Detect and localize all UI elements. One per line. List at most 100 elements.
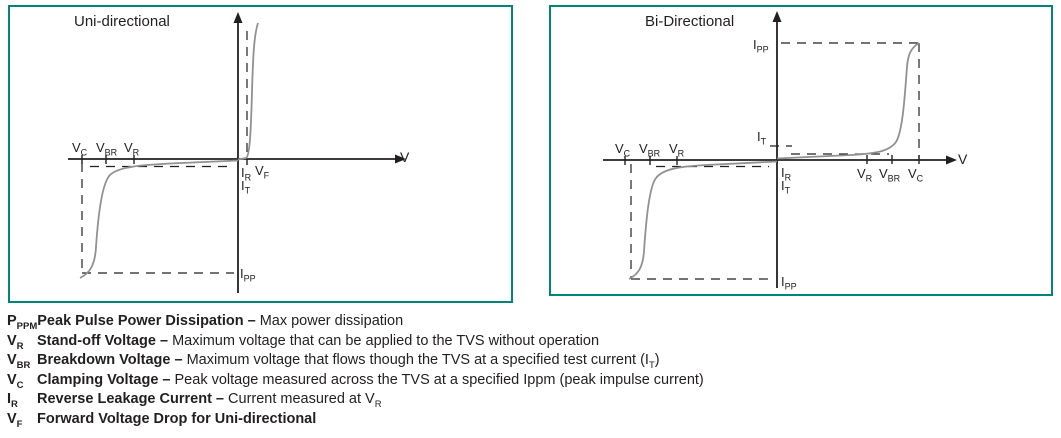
ipp-subscript: PP [784, 281, 797, 292]
ipp-subscript: PP [243, 273, 256, 284]
definition-desc-tail: ) [654, 352, 660, 368]
vr-symbol: V [669, 141, 678, 156]
vr-subscript: R [865, 173, 873, 184]
ipp-symbol: I [781, 274, 785, 289]
vc-symbol: V [615, 141, 624, 156]
vbr-subscript: BR [887, 173, 901, 184]
axes [68, 21, 398, 293]
vbr-symbol: V [639, 141, 648, 156]
definition-row-ir: IR Reverse Leakage Current – Current mea… [7, 390, 1055, 410]
axis-ticks [624, 155, 920, 165]
definition-term: Stand-off Voltage – [37, 332, 169, 349]
it-subscript: T [760, 136, 767, 147]
vf-label: VF [255, 164, 269, 180]
definition-text: Breakdown Voltage – Maximum voltage that… [37, 351, 660, 371]
vc-left-label: VC [615, 141, 630, 158]
ir-symbol: I [241, 165, 245, 180]
definition-text: Peak Pulse Power Dissipation – Max power… [37, 312, 403, 332]
it-subscript: T [244, 185, 251, 196]
ipp-symbol: I [240, 266, 244, 281]
definition-desc: Maximum voltage that can be applied to t… [168, 332, 600, 349]
vc-label: VC [72, 140, 87, 157]
definition-desc: Peak voltage measured across the TVS at … [170, 371, 704, 388]
positive-breakdown-curve [776, 42, 920, 160]
dashed-guides [81, 31, 248, 274]
definition-text: Reverse Leakage Current – Current measur… [37, 390, 382, 410]
current-axis-arrow [772, 11, 782, 22]
definition-symbol: VF [7, 410, 37, 430]
symbol-letter: V [7, 332, 17, 349]
ir-label: IR [241, 165, 251, 182]
vc-subscript: C [80, 147, 88, 158]
vbr-symbol: V [879, 166, 888, 181]
uni-panel-title: Uni-directional [74, 13, 170, 30]
vbr-right-label: VBR [879, 166, 900, 183]
bi-directional-iv-graph [603, 11, 957, 288]
definition-row-vbr: VBR Breakdown Voltage – Maximum voltage … [7, 351, 1055, 371]
definition-term: Reverse Leakage Current – [37, 391, 224, 407]
ir-subscript: R [244, 172, 252, 183]
vbr-label: VBR [96, 141, 117, 157]
ipp-bottom-label: IPP [781, 274, 797, 291]
it-subscript: T [784, 185, 791, 196]
definition-text: Clamping Voltage – Peak voltage measured… [37, 371, 704, 391]
dashed-guides [630, 42, 920, 280]
definition-row-vr: VR Stand-off Voltage – Maximum voltage t… [7, 332, 1055, 352]
voltage-axis-arrow [946, 155, 957, 165]
vr-left-label: VR [669, 141, 684, 158]
symbol-subscript: F [16, 418, 23, 430]
it-label: IT [241, 178, 250, 195]
symbol-letter: V [7, 410, 17, 427]
definition-symbol: IR [7, 390, 37, 410]
vr-label: VR [124, 141, 139, 157]
vr-subscript: R [132, 147, 140, 158]
symbol-letter: I [7, 391, 12, 407]
definition-symbol: VBR [7, 351, 37, 371]
vbr-subscript: BR [104, 147, 118, 158]
vc-subscript: C [916, 173, 924, 184]
ipp-symbol: I [753, 37, 757, 52]
definition-desc-subscript: R [374, 398, 382, 410]
reverse-breakdown-curve [79, 159, 239, 279]
bi-directional-panel: Bi-Directional V IPP IT VC VBR VR IR IT … [549, 5, 1053, 296]
definition-text: Stand-off Voltage – Maximum voltage that… [37, 332, 599, 352]
it-symbol: I [241, 178, 245, 193]
vbr-subscript: BR [647, 148, 661, 159]
symbol-letter: V [7, 371, 17, 388]
uni-directional-panel: Uni-directional V VC VBR VR IR VF IT IPP [8, 5, 513, 303]
symbol-subscript: PPM [16, 320, 38, 332]
symbol-letter: P [7, 313, 17, 329]
definition-symbol: VC [7, 371, 37, 391]
ipp-subscript: PP [756, 44, 769, 55]
definition-row-vc: VC Clamping Voltage – Peak voltage measu… [7, 371, 1055, 391]
negative-breakdown-curve [628, 160, 778, 280]
it-symbol: I [781, 178, 785, 193]
ipp-label: IPP [240, 266, 256, 283]
definition-desc: Max power dissipation [255, 313, 404, 329]
vc-symbol: V [908, 166, 917, 181]
ir-subscript: R [784, 172, 792, 183]
symbol-subscript: R [16, 340, 24, 352]
ir-symbol: I [781, 165, 785, 180]
uni-directional-iv-graph [68, 12, 406, 293]
vr-symbol: V [857, 166, 866, 181]
symbol-subscript: C [16, 379, 24, 391]
definition-desc: Maximum voltage that flows though the TV… [182, 352, 649, 368]
vr-subscript: R [677, 148, 685, 159]
it-symbol: I [757, 129, 761, 144]
symbol-letter: V [7, 352, 17, 368]
forward-conduction-curve [237, 22, 259, 161]
definition-row-vf: VF Forward Voltage Drop for Uni-directio… [7, 410, 1055, 430]
voltage-axis-label: V [958, 151, 968, 167]
symbol-subscript: R [11, 398, 18, 410]
it-label: IT [781, 178, 790, 195]
definition-desc-subscript: T [648, 359, 655, 371]
vbr-left-label: VBR [639, 141, 660, 158]
definitions-list: PPPM Peak Pulse Power Dissipation – Max … [7, 312, 1055, 429]
definition-desc: Current measured at V [224, 391, 375, 407]
vr-right-label: VR [857, 166, 872, 183]
definition-term: Clamping Voltage – [37, 371, 171, 388]
vf-subscript: F [263, 170, 270, 181]
definition-term: Breakdown Voltage – [37, 352, 183, 368]
vc-symbol: V [72, 140, 81, 155]
